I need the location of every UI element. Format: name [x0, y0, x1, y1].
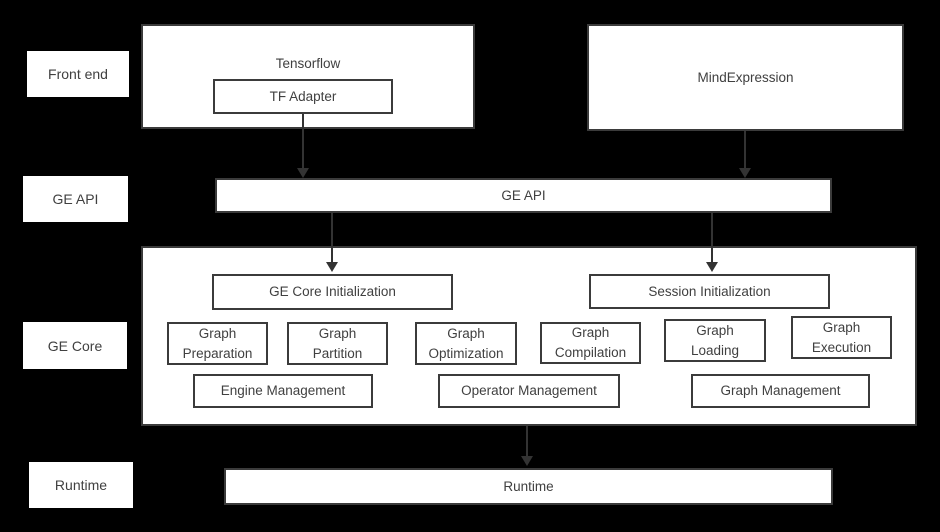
arrow-ge-core-to-runtime [526, 426, 528, 456]
graph-loading-box: Graph Loading [664, 319, 766, 362]
arrow-mindexpression-to-ge-api [744, 131, 746, 168]
row-label-ge-core: GE Core [23, 322, 127, 369]
ge-api-bar: GE API [215, 178, 832, 213]
graph-compilation-box: Graph Compilation [540, 322, 641, 364]
operator-management-box: Operator Management [438, 374, 620, 408]
arrow-ge-api-to-ge-core-initialization [331, 213, 333, 262]
arrow-tf-adapter-to-ge-api [302, 114, 304, 168]
row-label-front-end: Front end [27, 51, 129, 97]
tf-adapter-box: TF Adapter [213, 79, 393, 114]
graph-preparation-box: Graph Preparation [167, 322, 268, 365]
ge-core-initialization-box: GE Core Initialization [212, 274, 453, 310]
runtime-bar: Runtime [224, 468, 833, 505]
row-label-runtime: Runtime [29, 462, 133, 508]
session-initialization-box: Session Initialization [589, 274, 830, 309]
graph-optimization-box: Graph Optimization [415, 322, 517, 365]
tensorflow-label: Tensorflow [275, 56, 341, 71]
graph-execution-box: Graph Execution [791, 316, 892, 359]
graph-partition-box: Graph Partition [287, 322, 388, 365]
arrow-ge-api-to-session-initialization [711, 213, 713, 262]
graph-management-box: Graph Management [691, 374, 870, 408]
mindexpression-box: MindExpression [587, 24, 904, 131]
row-label-ge-api: GE API [23, 176, 128, 222]
engine-management-box: Engine Management [193, 374, 373, 408]
